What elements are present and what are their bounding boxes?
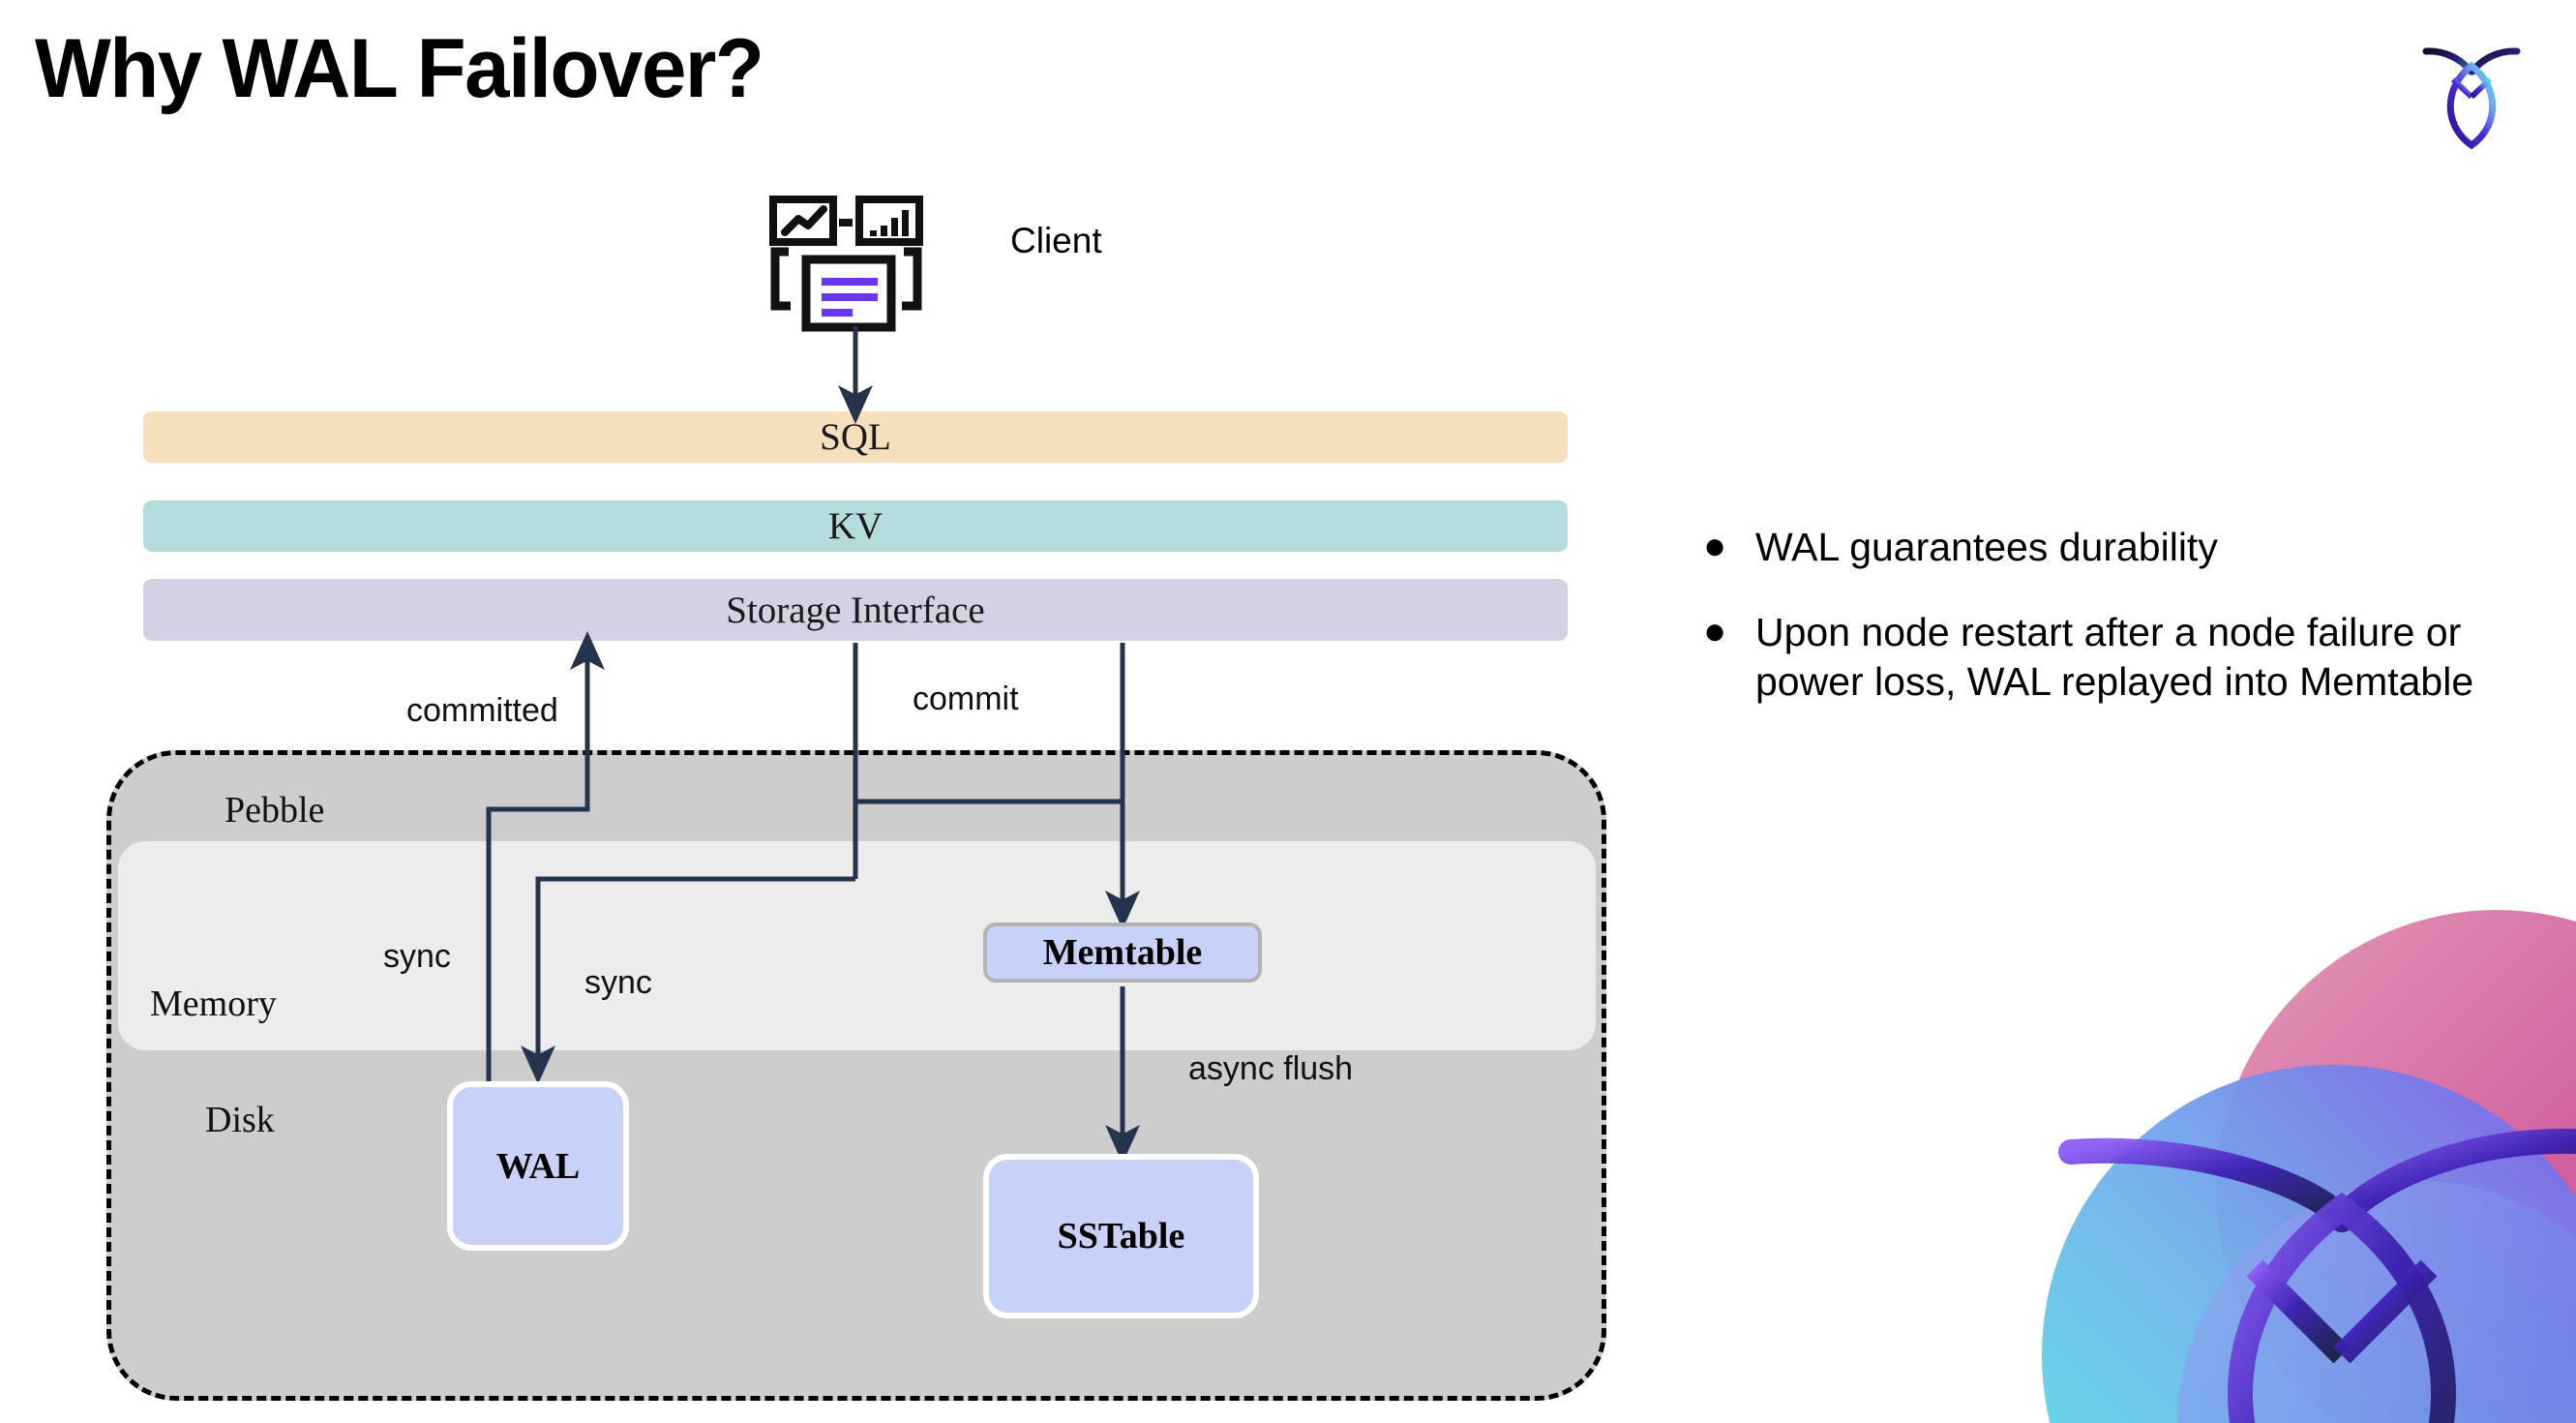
- memory-label: Memory: [150, 984, 277, 1024]
- layer-bar-storage-label: Storage Interface: [726, 589, 985, 631]
- bullet-list: ● WAL guarantees durability ● Upon node …: [1703, 523, 2506, 742]
- bullet-text: Upon node restart after a node failure o…: [1755, 609, 2474, 705]
- list-item: ● Upon node restart after a node failure…: [1703, 608, 2506, 708]
- edge-label-committed: committed: [406, 692, 558, 729]
- edge-label-sync-left: sync: [383, 938, 451, 975]
- page-title: Why WAL Failover?: [35, 22, 764, 115]
- bullet-marker-icon: ●: [1703, 609, 1727, 652]
- node-sstable-label: SSTable: [1057, 1216, 1185, 1256]
- bullet-marker-icon: ●: [1703, 525, 1727, 567]
- client-dashboard-icon: [769, 194, 924, 334]
- layer-bar-sql: SQL: [143, 411, 1568, 463]
- node-memtable: Memtable: [983, 923, 1262, 983]
- bullet-text: WAL guarantees durability: [1755, 525, 2218, 569]
- cockroachdb-logo-icon: [2414, 37, 2531, 151]
- layer-bar-kv: KV: [143, 500, 1568, 552]
- edge-label-commit: commit: [913, 681, 1019, 717]
- layer-bar-kv-label: KV: [827, 505, 884, 547]
- node-wal: WAL: [447, 1081, 629, 1251]
- pebble-label: Pebble: [225, 790, 325, 831]
- list-item: ● WAL guarantees durability: [1703, 523, 2506, 573]
- client-label: Client: [1010, 221, 1102, 260]
- node-sstable: SSTable: [983, 1154, 1259, 1318]
- edge-label-sync-right: sync: [584, 964, 652, 1001]
- decorative-logo-art: [1916, 900, 2576, 1423]
- node-memtable-label: Memtable: [1042, 932, 1203, 973]
- layer-bar-sql-label: SQL: [820, 416, 891, 458]
- node-wal-label: WAL: [495, 1145, 581, 1187]
- layer-bar-storage-interface: Storage Interface: [143, 579, 1568, 641]
- edge-label-async-flush: async flush: [1188, 1050, 1354, 1087]
- memory-region: [118, 841, 1596, 1050]
- disk-label: Disk: [205, 1100, 275, 1140]
